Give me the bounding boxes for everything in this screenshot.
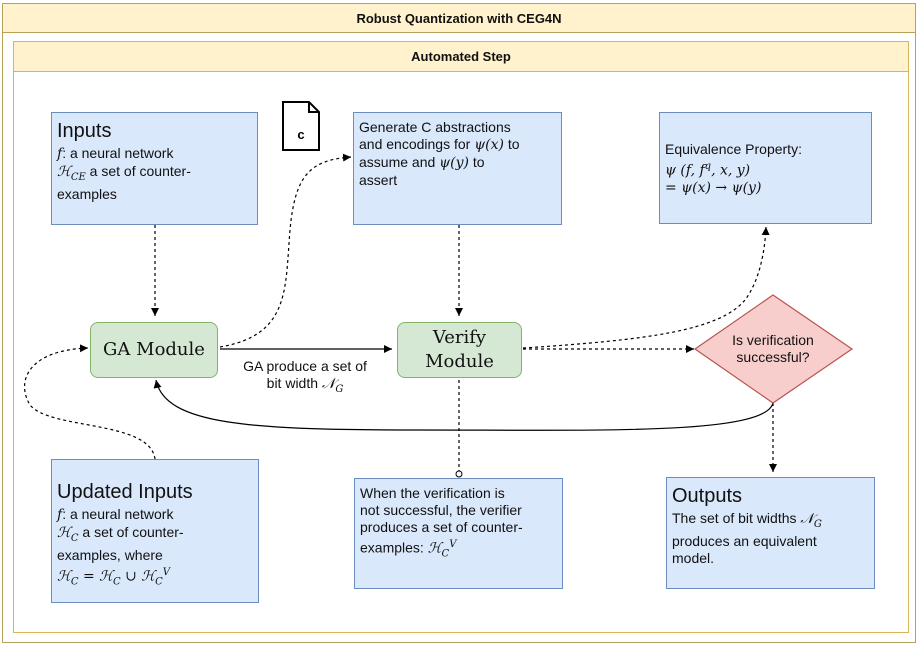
- decision-diamond: [693, 294, 854, 404]
- svg-text:c: c: [297, 127, 304, 142]
- c-file-icon: c: [282, 101, 320, 151]
- updated-inputs-line-3: examples, where: [57, 546, 163, 563]
- edge-decision-to-ga: [153, 379, 774, 431]
- outputs-box: Outputs The set of bit widths 𝒩G produce…: [666, 477, 875, 589]
- updated-inputs-line-1: f: a neural network: [57, 506, 174, 523]
- updated-inputs-line-4: ℋC = ℋC ∪ ℋCV: [57, 566, 170, 588]
- equivalence-box: Equivalence Property: ψ (f, fq, x, y) = …: [659, 112, 872, 224]
- edge-verify-to-equivalence: [522, 226, 770, 349]
- updated-inputs-title: Updated Inputs: [57, 481, 193, 503]
- inputs-title: Inputs: [57, 120, 112, 142]
- generate-line-4: assert: [359, 172, 398, 188]
- inner-container-title: Automated Step: [13, 41, 909, 72]
- generate-line-2: and encodings for ψ(x) to: [359, 136, 520, 153]
- inputs-line-3: examples: [57, 185, 117, 202]
- generate-line-3: assume and ψ(y) to: [359, 154, 485, 171]
- decision-label: Is verification successful?: [732, 332, 814, 365]
- ga-edge-label: GA produce a set of bit width 𝒩G: [222, 358, 388, 398]
- updated-inputs-line-2: ℋC a set of counter-: [57, 524, 184, 544]
- outputs-title: Outputs: [672, 485, 743, 507]
- equivalence-line-1: Equivalence Property:: [665, 141, 802, 157]
- edge-ga-to-generate: [219, 153, 352, 348]
- equivalence-line-3: = ψ(x) → ψ(y): [665, 179, 762, 196]
- ga-module: GA Module: [90, 322, 218, 378]
- equivalence-line-2: ψ (f, fq, x, y): [665, 161, 751, 179]
- outer-container-title: Robust Quantization with CEG4N: [2, 3, 916, 33]
- updated-inputs-box: Updated Inputs f: a neural network ℋC a …: [51, 459, 259, 603]
- edge-updated-to-ga: [24, 344, 156, 460]
- inputs-line-2: ℋCE a set of counter-: [57, 163, 191, 183]
- edge-note-connector: [455, 470, 463, 478]
- verifier-note-box: When the verification is not successful,…: [354, 478, 563, 589]
- generate-box: Generate C abstractions and encodings fo…: [353, 112, 562, 225]
- inputs-box: Inputs f: a neural network ℋCE a set of …: [51, 112, 258, 225]
- generate-line-1: Generate C abstractions: [359, 119, 511, 135]
- verify-module: Verify Module: [397, 322, 522, 378]
- inputs-line-1: f: a neural network: [57, 145, 174, 162]
